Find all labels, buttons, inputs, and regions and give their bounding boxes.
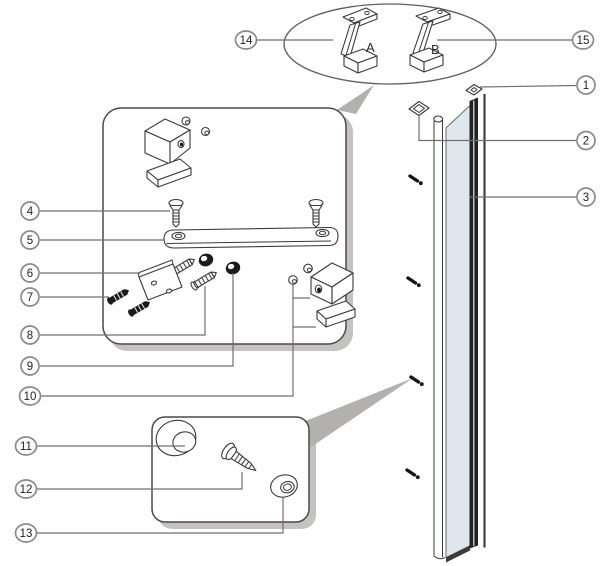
svg-text:2: 2 — [583, 136, 589, 148]
leader-2 — [418, 115, 576, 142]
svg-text:12: 12 — [20, 484, 33, 496]
wedge-to-glass-panel — [303, 378, 413, 447]
svg-text:3: 3 — [583, 192, 589, 204]
callout-14: 14 — [234, 30, 258, 50]
svg-text:14: 14 — [240, 35, 253, 47]
callout-7: 7 — [20, 287, 40, 307]
callout-15: 15 — [571, 30, 595, 50]
tapping-screw-part-12 — [221, 442, 257, 472]
leader-9 — [40, 273, 234, 367]
bracket-detail-bubble — [283, 3, 497, 85]
clamp-block-top — [144, 118, 191, 165]
callout-12: 12 — [14, 479, 38, 499]
callout-11: 11 — [14, 436, 38, 456]
vertical-frame-profile — [469, 97, 478, 549]
cap-screws-top — [181, 116, 211, 137]
hardware-parts — [105, 116, 356, 328]
glass-panel-assembly — [405, 83, 486, 563]
callout-6: 6 — [20, 263, 40, 283]
washer-pair-part-9 — [198, 253, 241, 275]
profile-mounting-screws — [405, 174, 426, 481]
leader-1 — [479, 84, 577, 88]
svg-text:6: 6 — [27, 268, 33, 280]
bracket-variant-b — [409, 7, 451, 73]
svg-text:7: 7 — [27, 292, 33, 304]
flathead-screw-left-part-4 — [168, 198, 184, 228]
angle-cover-right — [316, 300, 356, 328]
svg-text:5: 5 — [27, 235, 33, 247]
fastener-parts — [155, 419, 298, 498]
svg-text:4: 4 — [27, 206, 34, 218]
leader-10 — [40, 285, 316, 397]
svg-text:1: 1 — [583, 80, 589, 92]
leader-13 — [37, 498, 284, 534]
svg-text:15: 15 — [577, 35, 590, 47]
top-cap-part-1 — [465, 83, 483, 96]
cap-screws-right-part-10 — [288, 263, 313, 285]
angle-cover-top — [146, 158, 192, 188]
callout-3: 3 — [576, 187, 596, 207]
bracket-variant-a — [340, 7, 378, 74]
wall-profile — [433, 115, 446, 560]
gasket-part-2 — [408, 100, 430, 117]
leader-lines — [37, 39, 577, 534]
leader-8 — [40, 286, 206, 336]
callout-10: 10 — [18, 386, 42, 406]
callout-8: 8 — [20, 325, 40, 345]
wedge-to-detail-bubble — [337, 85, 374, 114]
callout-5: 5 — [20, 230, 40, 250]
callouts: 1 2 3 4 5 6 7 8 — [14, 30, 596, 543]
flathead-screw-right-part-4 — [308, 198, 324, 228]
svg-text:8: 8 — [27, 330, 33, 342]
glass-bottom-edge — [446, 545, 470, 563]
cover-cap-part-11 — [155, 419, 197, 457]
nut-part-13 — [270, 474, 298, 498]
detail-label-b: B — [431, 42, 440, 57]
mounting-plate-part-8 — [137, 259, 183, 301]
detail-label-a: A — [366, 40, 375, 55]
leader-12 — [37, 472, 243, 490]
glass-pane — [445, 102, 472, 559]
callout-1: 1 — [576, 75, 596, 95]
callout-2: 2 — [576, 130, 596, 151]
svg-text:13: 13 — [20, 528, 33, 540]
svg-text:10: 10 — [24, 391, 37, 403]
callout-4: 4 — [20, 201, 40, 221]
svg-text:11: 11 — [20, 441, 32, 453]
support-bar-part-5 — [163, 226, 339, 249]
callout-13: 13 — [14, 523, 38, 543]
callout-9: 9 — [20, 356, 40, 376]
clamp-block-right — [310, 262, 354, 305]
svg-text:9: 9 — [27, 361, 33, 373]
